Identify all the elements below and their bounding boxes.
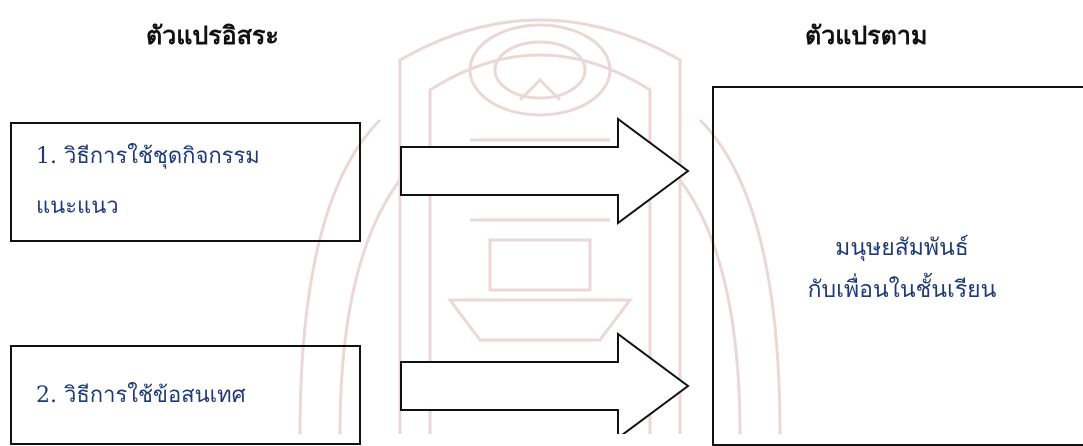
independent-variable-box-2: 2. วิธีการใช้ข้อสนเทศ [10,345,361,445]
dependent-variable-line2: กับเพื่อนในชั้นเรียน [714,272,1083,308]
arrow-1 [395,115,695,230]
independent-variables-heading: ตัวแปรอิสระ [146,16,279,56]
dependent-variable-line1: มนุษยสัมพันธ์ [714,230,1083,266]
independent-variable-2-line1: 2. วิธีการใช้ข้อสนเทศ [36,377,246,412]
independent-variable-1-line2: แนะแนว [36,188,119,223]
arrow-2 [395,330,695,434]
independent-variable-1-line1: 1. วิธีการใช้ชุดกิจกรรม [36,138,260,173]
independent-variable-box-1: 1. วิธีการใช้ชุดกิจกรรม แนะแนว [10,122,361,242]
dependent-variable-heading: ตัวแปรตาม [805,16,927,56]
dependent-variable-box: มนุษยสัมพันธ์ กับเพื่อนในชั้นเรียน [712,86,1083,446]
